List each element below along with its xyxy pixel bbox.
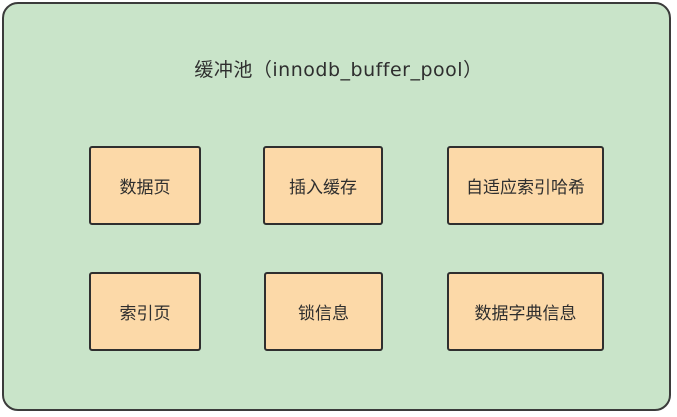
component-adaptive-hash-index: 自适应索引哈希 — [447, 146, 604, 225]
component-index-page: 索引页 — [89, 272, 201, 351]
component-lock-info: 锁信息 — [264, 272, 383, 351]
component-insert-buffer: 插入缓存 — [263, 146, 383, 225]
buffer-pool-title: 缓冲池（innodb_buffer_pool） — [194, 59, 483, 81]
component-data-page: 数据页 — [89, 146, 201, 225]
component-data-dictionary: 数据字典信息 — [447, 272, 604, 351]
